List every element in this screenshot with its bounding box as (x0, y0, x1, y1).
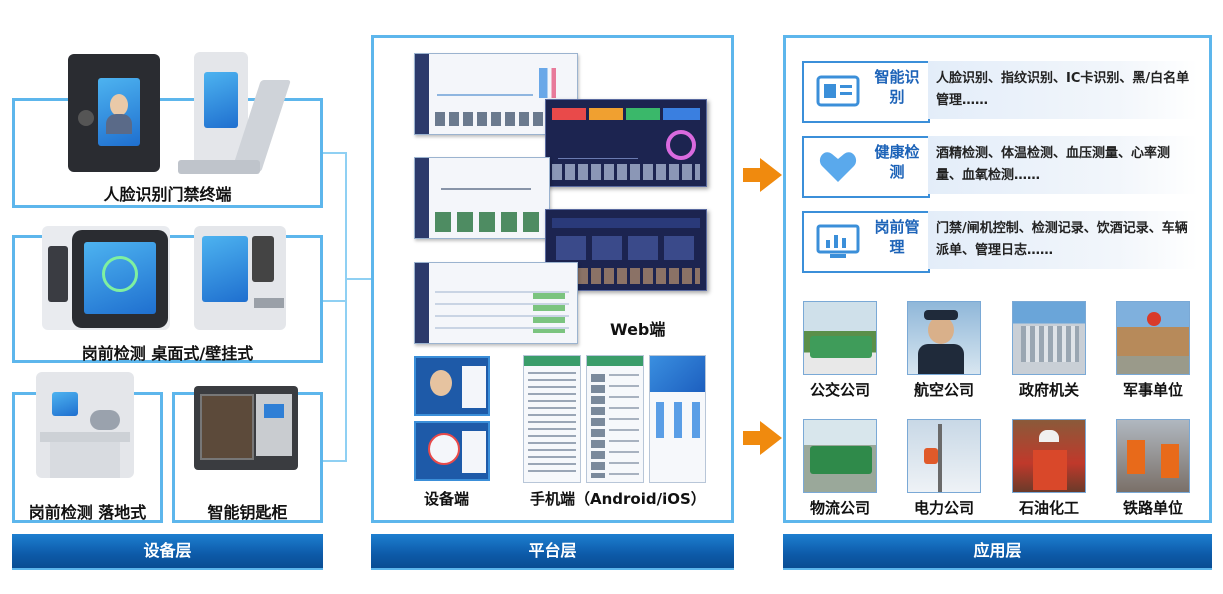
feature-desc: 门禁/闸机控制、检测记录、饮酒记录、车辆派单、管理日志…… (928, 211, 1198, 269)
arrow-right-top-icon (760, 158, 782, 192)
device-layer-bar: 设备层 (12, 534, 323, 570)
industry-bus[interactable]: 公交公司 (803, 301, 877, 400)
industry-label: 电力公司 (913, 499, 974, 517)
floor-terminal-image (36, 372, 134, 478)
connector-vertical (345, 152, 347, 462)
feature-title: 岗前管理 (874, 218, 920, 256)
industry-railway[interactable]: 铁路单位 (1116, 419, 1190, 518)
industry-label: 石油化工 (1018, 499, 1079, 517)
web-screenshot-table[interactable] (414, 262, 578, 344)
feature-box-smart-recognition[interactable]: 智能识别 (802, 61, 930, 123)
desktop-terminal-image (42, 226, 170, 330)
pilot-image (907, 301, 981, 375)
heart-icon (819, 152, 857, 182)
feature-desc: 酒精检测、体温检测、血压测量、心率测量、血氧检测…… (928, 136, 1198, 194)
industry-military[interactable]: 军事单位 (1116, 301, 1190, 400)
device-label: 岗前检测 桌面式/壁挂式 (81, 344, 254, 363)
arrow-right-top-stem (743, 168, 763, 182)
industry-power[interactable]: 电力公司 (907, 419, 981, 518)
bus-image (803, 301, 877, 375)
wall-terminal-image (194, 226, 286, 330)
device-label: 人脸识别门禁终端 (103, 185, 232, 204)
feature-box-health-check[interactable]: 健康检测 (802, 136, 930, 198)
mobile-label: 手机端（Android/iOS） (530, 490, 706, 508)
face-terminal-image (68, 54, 160, 172)
feature-desc: 人脸识别、指纹识别、IC卡识别、黑/白名单管理…… (928, 61, 1198, 119)
arrow-right-bottom-icon (760, 421, 782, 455)
connector-2 (322, 300, 347, 302)
arrow-right-bottom-stem (743, 431, 763, 445)
feature-title: 智能识别 (874, 68, 920, 106)
mobile-screen-1[interactable] (523, 355, 581, 483)
logistics-trucks-image (803, 419, 877, 493)
device-label: 智能钥匙柜 (207, 503, 288, 522)
web-label: Web端 (610, 320, 666, 339)
device-end-screen-2[interactable] (414, 421, 490, 481)
petrochemical-worker-image (1012, 419, 1086, 493)
connector-1 (322, 152, 347, 154)
government-building-image (1012, 301, 1086, 375)
industry-airline[interactable]: 航空公司 (907, 301, 981, 400)
connector-to-platform (345, 278, 371, 280)
application-layer-bar: 应用层 (783, 534, 1212, 570)
web-screenshot-dashboard[interactable] (414, 53, 578, 135)
id-card-icon (816, 75, 860, 107)
industry-label: 军事单位 (1122, 381, 1183, 399)
industry-government[interactable]: 政府机关 (1012, 301, 1086, 400)
military-gate-image (1116, 301, 1190, 375)
monitor-chart-icon (816, 224, 860, 258)
platform-layer-bar: 平台层 (371, 534, 734, 570)
power-lines-image (907, 419, 981, 493)
industry-label: 公交公司 (809, 381, 870, 399)
mobile-screen-3[interactable] (649, 355, 706, 483)
web-screenshot-list[interactable] (414, 157, 550, 239)
industry-label: 铁路单位 (1122, 499, 1183, 517)
industry-label: 物流公司 (809, 499, 870, 517)
industry-petrochemical[interactable]: 石油化工 (1012, 419, 1086, 518)
industry-label: 政府机关 (1018, 381, 1079, 399)
railway-workers-image (1116, 419, 1190, 493)
mobile-screen-2[interactable] (586, 355, 644, 483)
device-end-screen-1[interactable] (414, 356, 490, 416)
device-end-label: 设备端 (424, 490, 470, 508)
connector-3 (322, 460, 347, 462)
industry-label: 航空公司 (913, 381, 974, 399)
key-cabinet-image (194, 386, 298, 470)
feature-box-pre-shift-management[interactable]: 岗前管理 (802, 211, 930, 273)
device-label: 岗前检测 落地式 (28, 503, 147, 522)
web-screenshot-stats-dark[interactable] (545, 99, 707, 187)
feature-title: 健康检测 (874, 143, 920, 181)
stand-base-image (178, 160, 260, 174)
industry-logistics[interactable]: 物流公司 (803, 419, 877, 518)
